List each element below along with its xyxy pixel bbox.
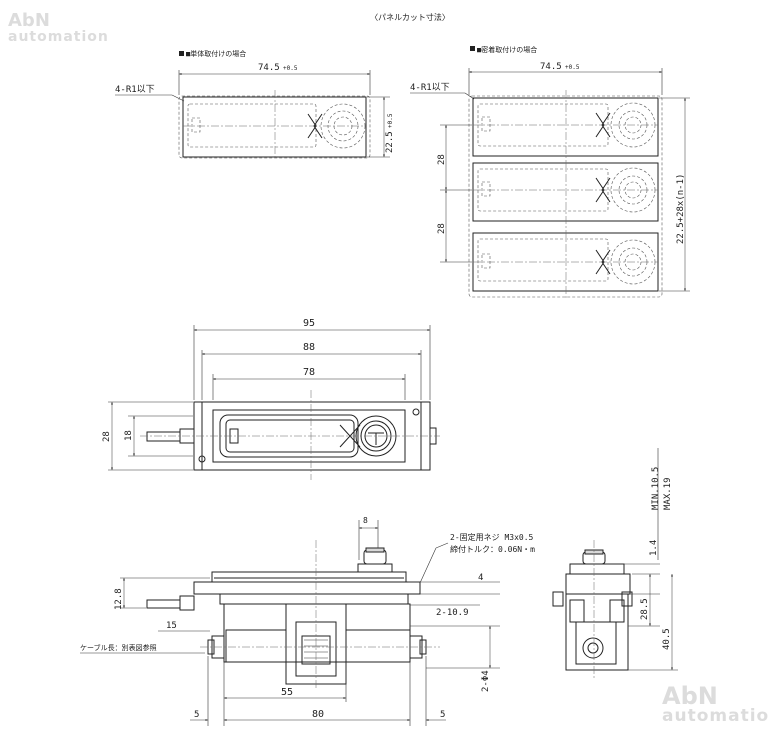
- screw-note-2: 締付トルク：0.06N・m: [450, 544, 535, 554]
- single-height: 22.5: [385, 131, 395, 153]
- side-view: 8: [80, 516, 535, 726]
- screw-note-1: 2-固定用ネジ M3x0.5: [450, 532, 534, 542]
- dim-5-left: 5: [194, 710, 199, 720]
- dim-1-4: 1.4: [649, 540, 659, 556]
- watermark-bottom-right: AbN automation: [662, 684, 768, 725]
- watermark-line1: AbN: [8, 10, 50, 31]
- top-view: 95 88 78: [102, 318, 440, 480]
- dim-2-phi4: 2-Φ4: [481, 670, 491, 692]
- watermark-line2: automation: [8, 29, 109, 45]
- cable-note: ケーブル長：別表図参照: [80, 643, 157, 652]
- dim-15: 15: [166, 621, 177, 631]
- single-mount-view: ■単体取付けの場合 74.5 +0.5 4-R1以下 22.5 +0.5: [115, 49, 395, 160]
- single-mount-label: ■単体取付けの場合: [186, 49, 246, 58]
- dim-8: 8: [363, 516, 368, 525]
- close-width-tol: +0.5: [565, 64, 580, 71]
- dim-88: 88: [303, 342, 315, 353]
- end-min: MIN.10.5: [651, 467, 661, 510]
- close-mount-view: ■密着取付けの場合 74.5 +0.5 4-R1以下: [410, 45, 690, 300]
- close-pitch-1: 28: [437, 154, 447, 165]
- dim-12-8: 12.8: [114, 588, 124, 610]
- panel-cut-title: 〈パネルカット寸法〉: [370, 12, 450, 22]
- dim-55: 55: [281, 687, 293, 698]
- single-height-tol: +0.5: [387, 113, 394, 128]
- dim-78: 78: [303, 367, 315, 378]
- close-total: 22.5+28x(n-1): [676, 174, 686, 244]
- watermark-line2-b: automation: [662, 706, 768, 726]
- watermark-top-left: AbN automation: [8, 10, 109, 45]
- dim-40-5: 40.5: [662, 628, 672, 650]
- end-view: 1.4 28.5 40.5 MIN.10.5 MAX.19: [552, 448, 678, 680]
- single-width: 74.5: [258, 63, 280, 73]
- dim-5-right: 5: [440, 710, 445, 720]
- close-mount-label: ■密着取付けの場合: [477, 45, 537, 54]
- dim-28-5: 28.5: [640, 598, 650, 620]
- dim-4: 4: [478, 573, 483, 583]
- single-width-tol: +0.5: [283, 65, 298, 72]
- dim-28-top: 28: [102, 431, 112, 442]
- close-width: 74.5: [540, 62, 562, 72]
- end-max: MAX.19: [663, 477, 673, 510]
- dim-95: 95: [303, 318, 315, 329]
- dim-18-top: 18: [124, 430, 134, 441]
- close-radius: 4-R1以下: [410, 83, 450, 93]
- dim-2-10-9: 2-10.9: [436, 608, 469, 618]
- watermark-line1-b: AbN: [662, 682, 718, 710]
- single-radius: 4-R1以下: [115, 85, 155, 95]
- close-pitch-2: 28: [437, 223, 447, 234]
- dim-80: 80: [312, 709, 324, 720]
